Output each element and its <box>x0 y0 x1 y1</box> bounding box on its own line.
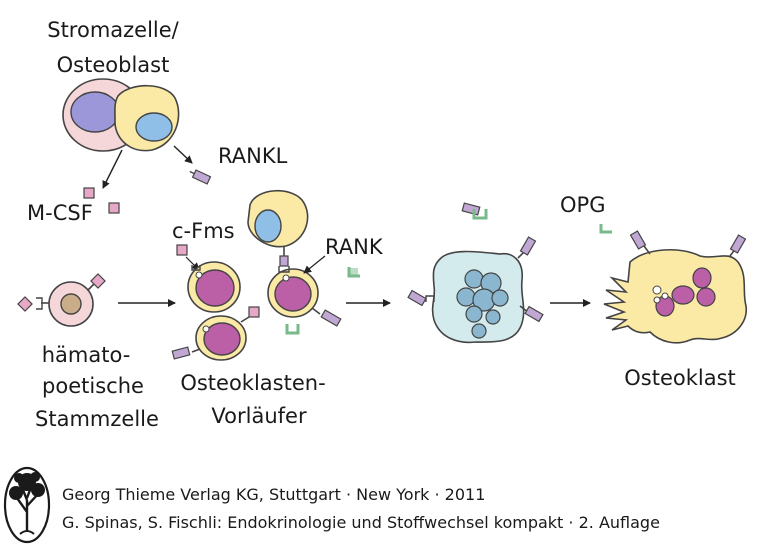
opg-rankl-complex <box>461 202 488 220</box>
mcsf-molecule-2 <box>108 202 120 214</box>
osteoclast-cell <box>603 230 747 344</box>
stem-cell-nucleus <box>60 293 82 315</box>
stromal-cell-group <box>62 78 180 152</box>
precursor-cell-3 <box>267 266 342 327</box>
arrow-to-rank <box>303 255 326 274</box>
rankl-label: RANKL <box>218 144 288 168</box>
osteoblast-contact-cell <box>247 189 309 267</box>
stem-label-line3: Stammzelle <box>35 407 159 431</box>
footer-book-line: G. Spinas, S. Fischli: Endokrinologie un… <box>62 513 660 532</box>
stroma-label-line2: Osteoblast <box>57 53 170 77</box>
stem-mcsf-bound <box>17 296 33 312</box>
stromal-cell-nucleus <box>70 91 120 133</box>
arrow-to-rankl <box>173 145 193 164</box>
stem-cell <box>17 273 106 327</box>
arrow-to-mcsf <box>102 149 123 189</box>
precursor-label-line1: Osteoklasten- <box>180 371 325 395</box>
stem-label-line1: hämato- <box>42 343 131 367</box>
fusing-cell <box>407 236 544 344</box>
cfms-label: c-Fms <box>172 219 235 243</box>
mcsf-molecule-1 <box>83 187 95 199</box>
rankl-molecule <box>189 169 212 185</box>
precursor-label-line2: Vorläufer <box>211 404 307 428</box>
cfms-mcsf-molecule <box>176 244 188 256</box>
rank-label: RANK <box>325 235 384 259</box>
opg-molecule-1 <box>285 324 300 335</box>
stem-label-line2: poetische <box>42 374 144 398</box>
precursor-cell-1 <box>187 261 241 313</box>
publisher-logo <box>3 466 51 544</box>
opg-label: OPG <box>560 193 605 217</box>
stem-mcsf-bound-2 <box>90 273 106 289</box>
mcsf-label: M-CSF <box>27 201 93 225</box>
footer-publisher-line: Georg Thieme Verlag KG, Stuttgart · New … <box>62 485 485 504</box>
opg-molecule-3 <box>599 224 612 234</box>
osteoblast-nucleus <box>135 112 173 142</box>
precursor-cell-2 <box>171 306 260 361</box>
stroma-label-line1: Stromazelle/ <box>47 18 179 42</box>
osteoclast-label: Osteoklast <box>624 366 736 390</box>
